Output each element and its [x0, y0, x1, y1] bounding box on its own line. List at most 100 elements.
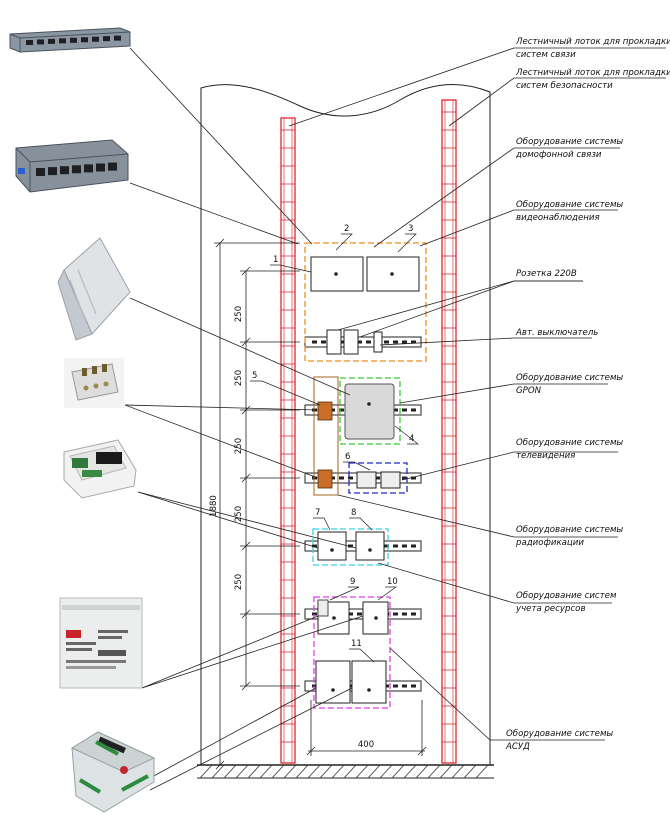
device-3 [366, 256, 420, 292]
rail-slot [357, 340, 362, 344]
num-7: 7 [315, 508, 320, 518]
dim-spacing-4: 250 [234, 506, 244, 522]
switch-port [108, 162, 117, 171]
switch-port [84, 164, 93, 173]
callout-leaders [124, 47, 666, 791]
tv-module-2 [380, 471, 401, 489]
number-leaders [250, 233, 420, 663]
label-socket: Розетка 220В [516, 269, 577, 279]
num-1: 1 [273, 255, 278, 265]
switch-port [72, 165, 81, 174]
dim-spacing-2: 250 [234, 370, 244, 386]
rail-slot [411, 544, 416, 548]
acs-module-1 [315, 660, 351, 704]
rail-slot [357, 612, 362, 616]
rail-slot [393, 340, 398, 344]
switch-port [60, 166, 69, 175]
switch-port [59, 38, 66, 44]
dim-width: 400 [358, 740, 374, 750]
dim-spacing-1: 250 [234, 306, 244, 322]
terminal-bracket [313, 376, 339, 496]
floor-hatch [199, 764, 489, 779]
switch-poe-icon [15, 139, 129, 193]
rail-slot [312, 340, 317, 344]
rail-slot [402, 612, 407, 616]
rail-slot [375, 476, 380, 480]
rail-slot [384, 340, 389, 344]
switch-port [26, 40, 33, 45]
rail-slot [393, 684, 398, 688]
rail-slot [384, 544, 389, 548]
group-gpon [339, 377, 401, 445]
num-5: 5 [252, 371, 257, 381]
rail-slot [402, 408, 407, 412]
rail-slot [402, 340, 407, 344]
breaker-block [373, 331, 383, 353]
rail-slot [411, 340, 416, 344]
group-metering [313, 596, 391, 709]
tv-module-1 [356, 471, 377, 489]
rail-slot [411, 612, 416, 616]
dim-spacing-3: 250 [234, 438, 244, 454]
cable-tray-right [441, 99, 457, 764]
power-supply-icon [59, 597, 143, 689]
cable-tray-left [280, 117, 296, 764]
switch-port [37, 39, 44, 45]
acs-module-2 [351, 660, 387, 704]
group-tv [348, 462, 408, 494]
socket-block [326, 329, 342, 355]
rail-slot [411, 684, 416, 688]
device-dots [330, 272, 394, 692]
terminal-block-icon [64, 358, 124, 408]
rail-slot [348, 544, 353, 548]
dim-spacing-5: 250 [234, 574, 244, 590]
switch-port [114, 35, 121, 41]
num-10: 10 [387, 577, 398, 587]
rail-slot [348, 476, 353, 480]
rail-slot [339, 476, 344, 480]
switch-small-icon [9, 27, 131, 53]
rail-slot [312, 544, 317, 548]
switch-port [36, 168, 45, 176]
gpon-box-icon [57, 237, 131, 341]
rail-slot [339, 408, 344, 412]
item-numbers: 1 2 3 4 5 6 7 8 9 10 11 [252, 224, 414, 649]
num-9: 9 [350, 577, 355, 587]
rail-slot [411, 476, 416, 480]
radio-module-2 [355, 531, 385, 561]
rail-slot [330, 408, 335, 412]
rail-slot [330, 476, 335, 480]
num-8: 8 [351, 508, 356, 518]
terminal-blocks [317, 401, 333, 617]
switch-port [103, 36, 110, 42]
switch-port [92, 36, 99, 42]
rail-slot [393, 544, 398, 548]
rail-slot [402, 476, 407, 480]
rail-slot [402, 684, 407, 688]
rail-slot [393, 408, 398, 412]
label-breaker: Авт. выключатель [515, 328, 598, 338]
switch-port [70, 37, 77, 43]
rail-slot [321, 340, 326, 344]
junction-box-icon [63, 439, 137, 499]
rail-slot [393, 612, 398, 616]
switch-port [48, 167, 57, 176]
rail-slot [402, 544, 407, 548]
num-3: 3 [408, 224, 413, 234]
dimension-width [306, 700, 427, 756]
switch-port [96, 163, 105, 172]
cabinet-outline [197, 83, 494, 779]
gpon-device [344, 383, 395, 440]
